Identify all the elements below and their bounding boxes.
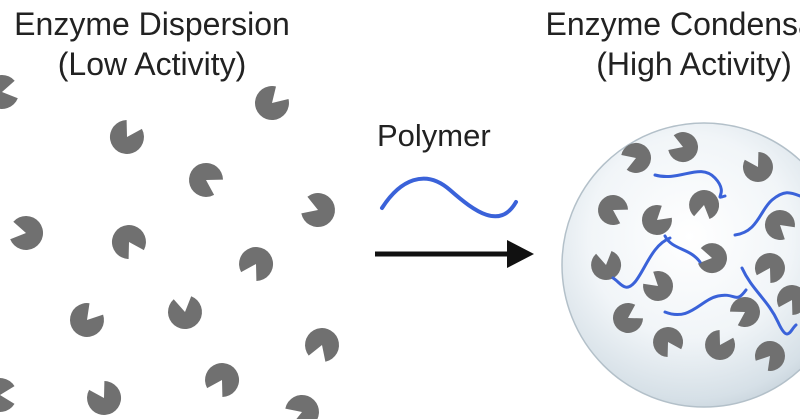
enzyme-icon xyxy=(305,328,340,362)
polymer-chain xyxy=(733,191,800,237)
polymer-chain xyxy=(740,266,798,336)
enzyme-icon xyxy=(598,195,628,226)
condensate-title: Enzyme Condensate (High Activity) xyxy=(534,4,800,84)
enzyme-icon xyxy=(87,381,122,415)
enzyme-icon xyxy=(591,251,622,280)
enzyme-icon xyxy=(10,215,44,250)
enzyme-icon xyxy=(111,225,146,259)
enzyme-icon xyxy=(613,302,643,333)
dispersion-title-line1: Enzyme Dispersion xyxy=(14,6,290,42)
condensate-title-line2: (High Activity) xyxy=(596,46,792,82)
condensate-droplet xyxy=(561,122,800,408)
polymer-squiggle-icon xyxy=(380,176,518,219)
enzyme-icon xyxy=(69,303,104,338)
polymer-chain xyxy=(663,234,702,264)
enzyme-icon xyxy=(239,247,274,281)
enzyme-icon xyxy=(730,297,760,328)
enzyme-icon xyxy=(742,152,773,182)
enzyme-icon xyxy=(189,162,223,197)
enzyme-icon xyxy=(668,132,699,163)
enzyme-icon xyxy=(205,363,240,397)
condensate-title-line1: Enzyme Condensate xyxy=(545,6,800,42)
polymer-label: Polymer xyxy=(377,118,491,153)
polymer-chain xyxy=(653,170,727,199)
enzyme-icon xyxy=(167,296,202,330)
enzyme-icon xyxy=(777,285,800,315)
dispersion-title-line2: (Low Activity) xyxy=(57,46,247,82)
enzyme-icon xyxy=(705,330,736,360)
dispersed-enzymes xyxy=(0,74,340,419)
enzyme-icon xyxy=(754,253,785,283)
condensed-enzymes xyxy=(591,132,800,371)
enzyme-icon xyxy=(689,190,720,219)
enzyme-icon xyxy=(698,243,727,274)
dispersion-title: Enzyme Dispersion (Low Activity) xyxy=(0,4,312,84)
enzyme-icon xyxy=(764,210,795,241)
enzyme-icon xyxy=(754,340,785,371)
enzyme-icon xyxy=(643,270,674,301)
enzyme-icon xyxy=(109,120,144,154)
reaction-arrow-icon xyxy=(375,240,534,268)
enzyme-icon xyxy=(0,74,18,109)
enzyme-icon xyxy=(285,394,319,419)
polymer-chain xyxy=(611,236,672,289)
enzyme-icon xyxy=(653,327,684,357)
polymer-chains xyxy=(611,170,800,336)
enzyme-icon xyxy=(0,378,15,412)
polymer-chain xyxy=(663,288,748,316)
enzyme-icon xyxy=(301,193,335,228)
enzyme-icon xyxy=(641,204,672,235)
enzyme-icon xyxy=(254,86,289,121)
enzyme-icon xyxy=(621,142,652,173)
